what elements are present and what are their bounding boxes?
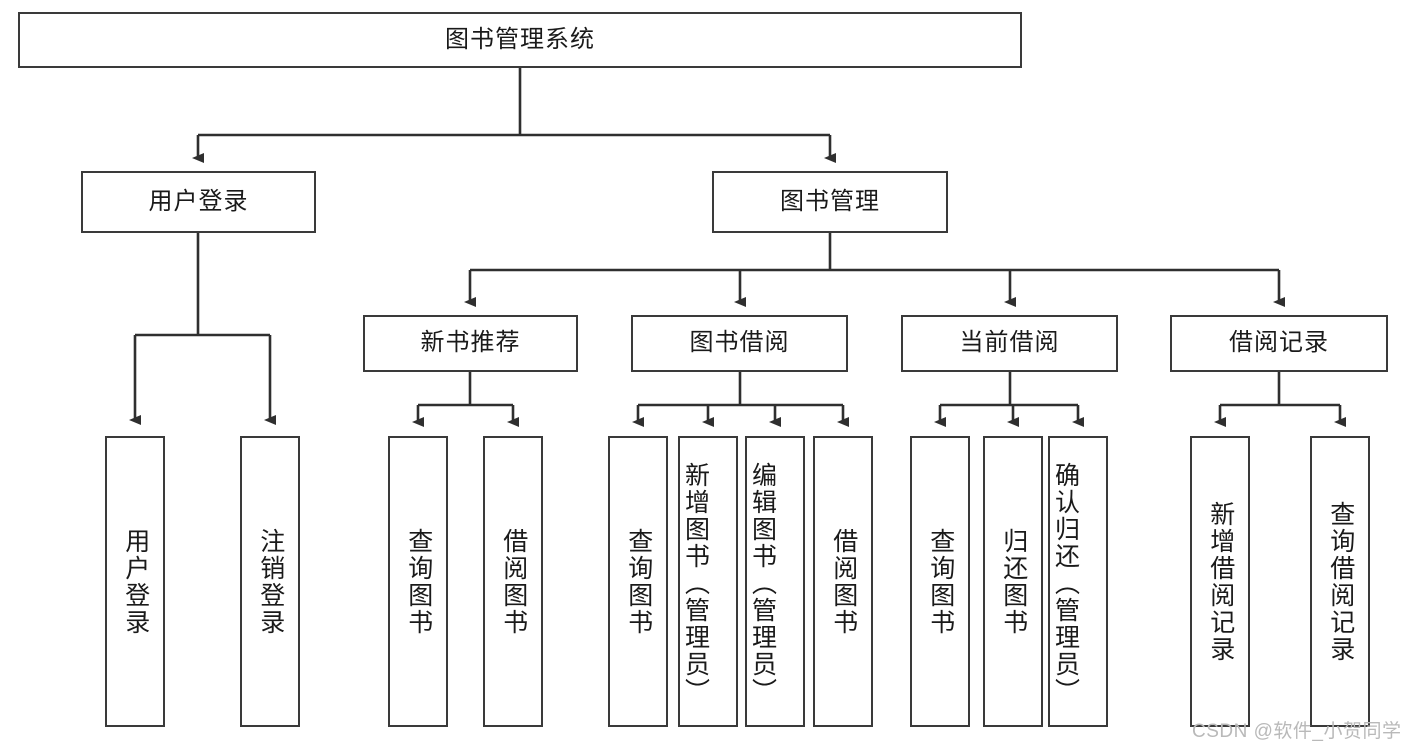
node-label: 注销登录 (256, 527, 285, 636)
node-root-book-management-system[interactable]: 图书管理系统 (18, 12, 1022, 68)
node-label: 查询图书 (926, 527, 955, 636)
leaf-user-login-signin[interactable]: 用户登录 (105, 436, 165, 727)
leaf-book-borrow-borrow[interactable]: 借阅图书 (813, 436, 873, 727)
leaf-current-borrow-return[interactable]: 归还图书 (983, 436, 1043, 727)
node-new-book-recommend[interactable]: 新书推荐 (363, 315, 578, 372)
leaf-new-book-borrow[interactable]: 借阅图书 (483, 436, 543, 727)
leaf-current-borrow-query[interactable]: 查询图书 (910, 436, 970, 727)
node-label: 查询图书 (624, 527, 653, 636)
node-label: 新书推荐 (420, 329, 521, 357)
node-label: 借阅图书 (829, 527, 858, 636)
node-book-borrow[interactable]: 图书借阅 (631, 315, 848, 372)
leaf-current-borrow-confirm-admin[interactable]: 确认归还（管理员） (1048, 436, 1108, 727)
node-label: 新增图书（管理员） (681, 462, 710, 705)
node-label: 编辑图书（管理员） (748, 462, 777, 705)
node-label: 图书借阅 (689, 329, 790, 357)
leaf-borrow-record-query[interactable]: 查询借阅记录 (1310, 436, 1370, 727)
node-label: 当前借阅 (959, 329, 1060, 357)
node-book-management[interactable]: 图书管理 (712, 171, 948, 233)
node-current-borrow[interactable]: 当前借阅 (901, 315, 1118, 372)
node-label: 图书管理 (780, 187, 880, 215)
node-label: 用户登录 (121, 527, 150, 636)
node-label: 查询图书 (404, 527, 433, 636)
node-label: 归还图书 (999, 527, 1028, 636)
node-user-login[interactable]: 用户登录 (81, 171, 316, 233)
node-label: 新增借阅记录 (1206, 500, 1235, 663)
node-borrow-record[interactable]: 借阅记录 (1170, 315, 1388, 372)
node-label: 图书管理系统 (445, 25, 595, 53)
leaf-book-borrow-add-admin[interactable]: 新增图书（管理员） (678, 436, 738, 727)
node-label: 确认归还（管理员） (1051, 462, 1080, 705)
leaf-book-borrow-edit-admin[interactable]: 编辑图书（管理员） (745, 436, 805, 727)
watermark-text: CSDN @软件_小贺同学 (1192, 721, 1402, 742)
leaf-book-borrow-query[interactable]: 查询图书 (608, 436, 668, 727)
leaf-borrow-record-add[interactable]: 新增借阅记录 (1190, 436, 1250, 727)
leaf-user-login-signout[interactable]: 注销登录 (240, 436, 300, 727)
node-label: 查询借阅记录 (1326, 500, 1355, 663)
node-label: 借阅图书 (499, 527, 528, 636)
leaf-new-book-query[interactable]: 查询图书 (388, 436, 448, 727)
csdn-watermark: CSDN @软件_小贺同学 (1192, 716, 1401, 743)
node-label: 用户登录 (148, 187, 249, 215)
node-label: 借阅记录 (1229, 329, 1329, 357)
